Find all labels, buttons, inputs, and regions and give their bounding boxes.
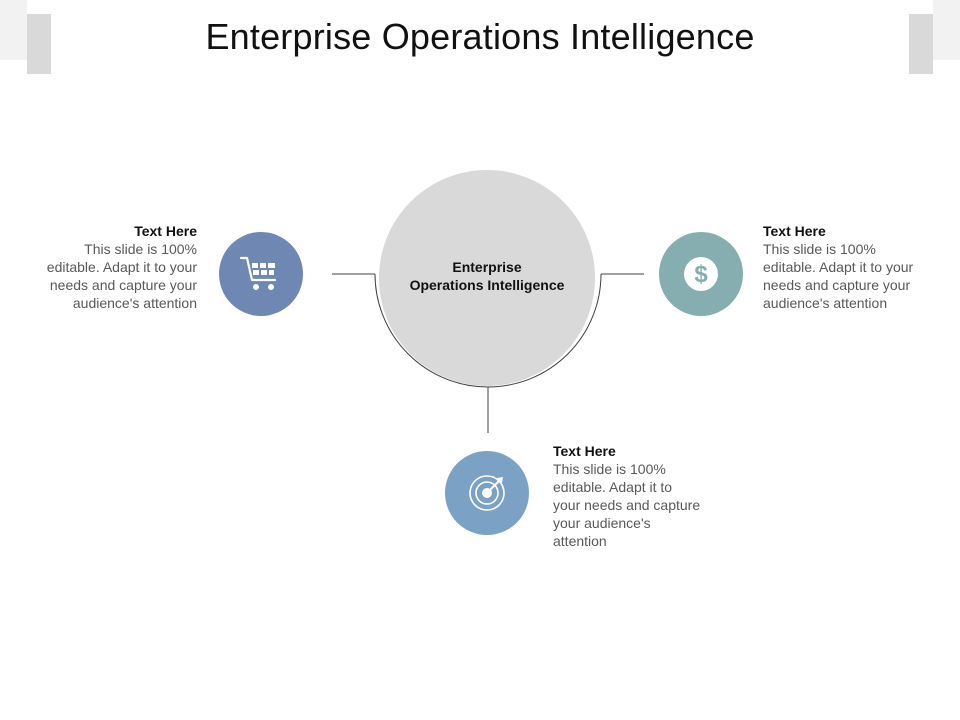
center-circle xyxy=(379,170,595,386)
center-outline-arc xyxy=(374,273,602,388)
corner-decoration-right xyxy=(909,14,933,74)
shopping-cart-icon xyxy=(239,256,277,290)
dollar-coin-icon: $ xyxy=(684,257,718,291)
text-block-bottom-heading: Text Here xyxy=(553,443,616,459)
dollar-coin-circle: $ xyxy=(659,232,743,316)
target-circle xyxy=(445,451,529,535)
slide-title: Enterprise Operations Intelligence xyxy=(205,16,755,57)
text-block-right-heading: Text Here xyxy=(763,223,826,239)
text-block-left-heading: Text Here xyxy=(134,223,197,239)
text-block-left: Text Here This slide is 100% editable. A… xyxy=(37,222,197,312)
shopping-cart-circle xyxy=(219,232,303,316)
svg-text:$: $ xyxy=(694,261,708,288)
target-icon xyxy=(469,475,505,511)
text-block-right-body: This slide is 100% editable. Adapt it to… xyxy=(763,241,914,311)
text-block-bottom-body: This slide is 100% editable. Adapt it to… xyxy=(553,461,701,549)
center-label-line-2: Operations Intelligence xyxy=(409,277,565,293)
center-label: Enterprise Operations Intelligence xyxy=(380,258,594,294)
corner-decoration-right-outer xyxy=(933,0,960,60)
corner-decoration-left xyxy=(27,14,51,74)
text-block-right: Text Here This slide is 100% editable. A… xyxy=(763,222,923,312)
text-block-left-body: This slide is 100% editable. Adapt it to… xyxy=(46,241,197,311)
text-block-bottom: Text Here This slide is 100% editable. A… xyxy=(553,442,703,550)
corner-decoration-left-outer xyxy=(0,0,27,60)
center-label-line-1: Enterprise xyxy=(452,259,522,275)
